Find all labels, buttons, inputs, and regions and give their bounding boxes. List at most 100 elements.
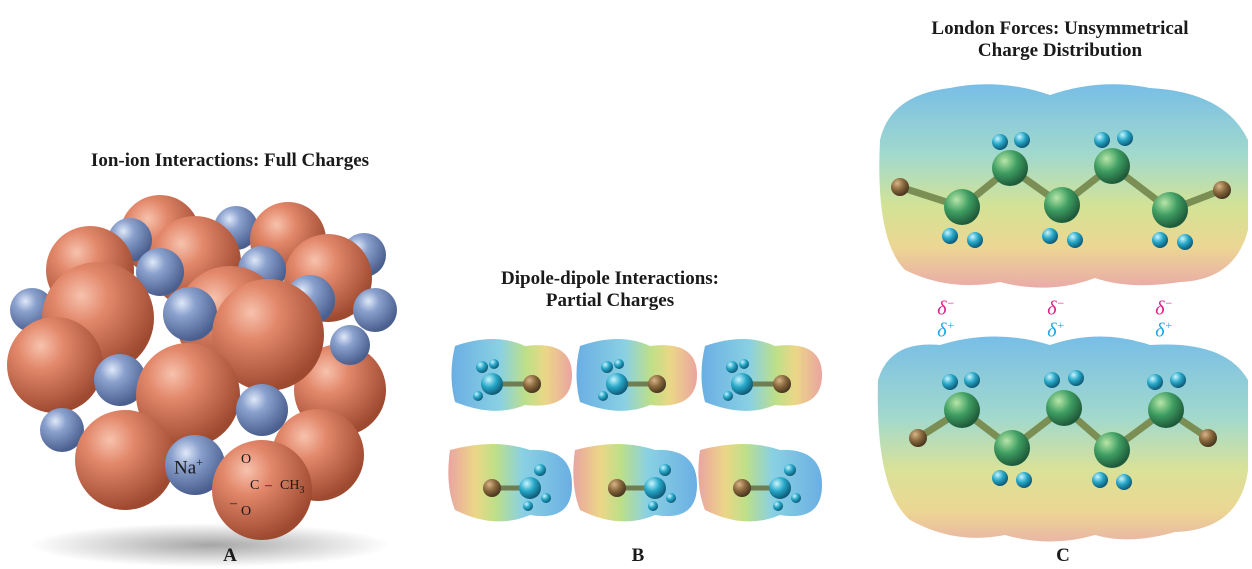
lattice-shadow — [30, 523, 390, 567]
delta-symbol: δ — [937, 319, 947, 342]
hydrogen-atom — [909, 429, 927, 447]
hydrogen-atom — [1094, 132, 1110, 148]
acetate-bond: – — [265, 478, 272, 493]
dipole-molecule — [576, 339, 697, 411]
dipole-molecule — [701, 339, 822, 411]
delta-symbol: δ — [937, 297, 947, 320]
hydrogen-atom — [1067, 232, 1083, 248]
hydrogen-atom — [1044, 372, 1060, 388]
delta-sign: + — [1056, 318, 1065, 332]
dipole-molecule — [451, 339, 572, 411]
hydrogen-atom — [1199, 429, 1217, 447]
anion-sphere — [212, 279, 324, 391]
carbon-atom — [1094, 148, 1130, 184]
sodium-symbol: Na — [174, 457, 197, 479]
cation-sphere — [136, 248, 184, 296]
carbon-atom — [944, 189, 980, 225]
carbon-atom — [1046, 390, 1082, 426]
carbon-atom — [1148, 392, 1184, 428]
acetate-oxygen-top: O — [241, 452, 252, 467]
hydrogen-atom — [942, 374, 958, 390]
cation-sphere — [165, 435, 225, 495]
acetate-methyl: CH3 — [280, 478, 304, 496]
panel-b-title-line2: Partial Charges — [545, 290, 675, 311]
panel-letter-b: B — [631, 545, 645, 566]
methyl-subscript: 3 — [299, 484, 305, 496]
hexane-top — [879, 84, 1248, 288]
cation-sphere — [163, 287, 217, 341]
delta-symbol: δ — [1047, 319, 1057, 342]
hydrogen-atom — [1177, 234, 1193, 250]
anion-sphere — [7, 317, 103, 413]
hydrogen-atom — [992, 134, 1008, 150]
partial-negative-3: δ− — [1144, 292, 1184, 320]
delta-symbol: δ — [1155, 297, 1165, 320]
electron-cloud-bottom — [877, 336, 1248, 542]
delta-sign: − — [946, 296, 955, 310]
hydrogen-atom — [1042, 228, 1058, 244]
hydrogen-atom — [1014, 132, 1030, 148]
cation-sphere — [94, 354, 146, 406]
acetate-negative-charge: – — [230, 496, 237, 511]
delta-sign: − — [1164, 296, 1173, 310]
electron-cloud-top — [879, 84, 1248, 288]
partial-negative-2: δ− — [1036, 292, 1076, 320]
panel-a-title-text: Ion-ion Interactions: Full Charges — [90, 150, 370, 171]
anion-sphere — [136, 343, 240, 447]
dipole-molecule — [698, 444, 822, 522]
hydrogen-atom — [992, 470, 1008, 486]
ionic-lattice — [7, 195, 397, 567]
dipole-molecule — [448, 444, 572, 522]
hydrogen-atom — [891, 178, 909, 196]
partial-negative-1: δ− — [926, 292, 966, 320]
acetate-carbon: C — [250, 478, 260, 493]
hydrogen-atom — [1152, 232, 1168, 248]
carbon-atom — [994, 430, 1030, 466]
panel-letter-a: A — [223, 545, 237, 566]
partial-positive-2: δ+ — [1036, 314, 1076, 342]
hydrogen-atom — [1170, 372, 1186, 388]
delta-sign: − — [1056, 296, 1065, 310]
acetate-structure: O C – CH3 O – — [225, 452, 325, 532]
partial-positive-3: δ+ — [1144, 314, 1184, 342]
hydrogen-atom — [964, 372, 980, 388]
carbon-atom — [1044, 187, 1080, 223]
delta-symbol: δ — [1047, 297, 1057, 320]
cation-sphere — [330, 325, 370, 365]
hydrogen-atom — [1213, 181, 1231, 199]
carbon-atom — [944, 392, 980, 428]
hydrogen-atom — [1147, 374, 1163, 390]
panel-a-title: Ion-ion Interactions: Full Charges — [40, 150, 420, 172]
delta-symbol: δ — [1155, 319, 1165, 342]
dipole-molecules — [448, 339, 822, 522]
hydrogen-atom — [1016, 472, 1032, 488]
delta-sign: + — [946, 318, 955, 332]
cation-sphere — [40, 408, 84, 452]
carbon-atom — [1152, 192, 1188, 228]
sodium-charge: + — [196, 455, 203, 469]
delta-sign: + — [1164, 318, 1173, 332]
acetate-oxygen-bottom: O — [241, 504, 252, 519]
panel-c-title: London Forces: Unsymmetrical Charge Dist… — [870, 18, 1250, 62]
hydrogen-atom — [942, 228, 958, 244]
hydrogen-atom — [1068, 370, 1084, 386]
panel-letter-c: C — [1056, 545, 1070, 566]
panel-b-title-line1: Dipole-dipole Interactions: — [501, 268, 719, 289]
cation-sphere — [236, 384, 288, 436]
dipole-molecule — [573, 444, 697, 522]
panel-b-title: Dipole-dipole Interactions: Partial Char… — [430, 268, 790, 312]
panel-c-title-line1: London Forces: Unsymmetrical — [931, 18, 1189, 39]
anion-sphere — [75, 410, 175, 510]
partial-positive-1: δ+ — [926, 314, 966, 342]
methyl-text: CH — [280, 478, 300, 493]
hydrogen-atom — [1116, 474, 1132, 490]
panel-c-title-line2: Charge Distribution — [977, 40, 1143, 61]
cation-sphere — [353, 288, 397, 332]
carbon-atom — [1094, 432, 1130, 468]
sodium-ion-label: Na+ — [174, 455, 203, 479]
hydrogen-atom — [967, 232, 983, 248]
carbon-atom — [992, 150, 1028, 186]
hexane-bottom — [877, 336, 1248, 542]
hydrogen-atom — [1117, 130, 1133, 146]
